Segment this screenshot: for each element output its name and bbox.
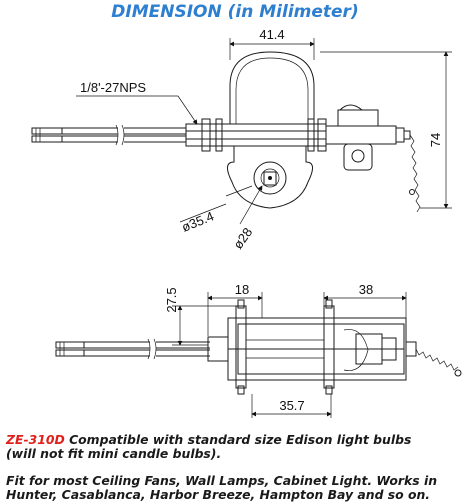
dim-left-offset: 18 <box>207 282 263 336</box>
thread-callout: 1/8'-27NPS <box>76 80 198 125</box>
caption-line-1: Compatible with standard size Edison lig… <box>64 432 412 447</box>
caption-line-3: Fit for most Ceiling Fans, Wall Lamps, C… <box>6 473 438 488</box>
dim-height: 74 <box>320 51 452 209</box>
dim-label-74: 74 <box>428 133 443 147</box>
diameter-callouts: ø35.4 ø28 <box>180 185 263 252</box>
top-socket-body <box>227 146 313 209</box>
technical-drawing: 41.4 74 1/8'-27NPS ø35.4 ø28 <box>31 27 462 418</box>
top-dome-housing <box>229 51 315 124</box>
dim-top-width: 41.4 <box>229 27 315 60</box>
model-number: ZE-310D <box>6 432 65 447</box>
side-housing <box>207 299 407 395</box>
thread-label: 1/8'-27NPS <box>80 80 146 95</box>
dim-label-18: 18 <box>235 282 249 297</box>
top-view: 41.4 74 1/8'-27NPS ø35.4 ø28 <box>31 27 452 252</box>
side-view: 27.5 18 38 35.7 <box>55 282 462 418</box>
dim-label-41-4: 41.4 <box>259 27 284 42</box>
dim-label-35-7: 35.7 <box>279 398 304 413</box>
caption-fitment: Fit for most Ceiling Fans, Wall Lamps, C… <box>6 474 437 502</box>
top-pull-chain-switch <box>325 104 421 213</box>
dim-label-inner-diameter: ø28 <box>230 225 255 252</box>
dim-right-length: 38 <box>323 282 407 318</box>
dim-label-outer-diameter: ø35.4 <box>180 208 216 234</box>
dim-bottom-spacing: 35.7 <box>251 394 332 418</box>
top-socket-opening <box>253 161 287 195</box>
dim-label-38: 38 <box>359 282 373 297</box>
dim-label-27-5: 27.5 <box>164 287 179 312</box>
diagram-title: DIMENSION (in Milimeter) <box>111 2 359 22</box>
caption-compatibility: ZE-310D Compatible with standard size Ed… <box>6 433 411 461</box>
top-threaded-pipe <box>185 118 327 152</box>
side-wire-leads <box>55 338 210 360</box>
caption-line-2: (will not fit mini candle bulbs). <box>6 446 222 461</box>
caption-line-4: Hunter, Casablanca, Harbor Breeze, Hampt… <box>6 487 431 502</box>
top-wire-leads <box>31 124 186 146</box>
side-pull-chain <box>405 341 462 377</box>
dim-side-height: 27.5 <box>164 287 236 346</box>
